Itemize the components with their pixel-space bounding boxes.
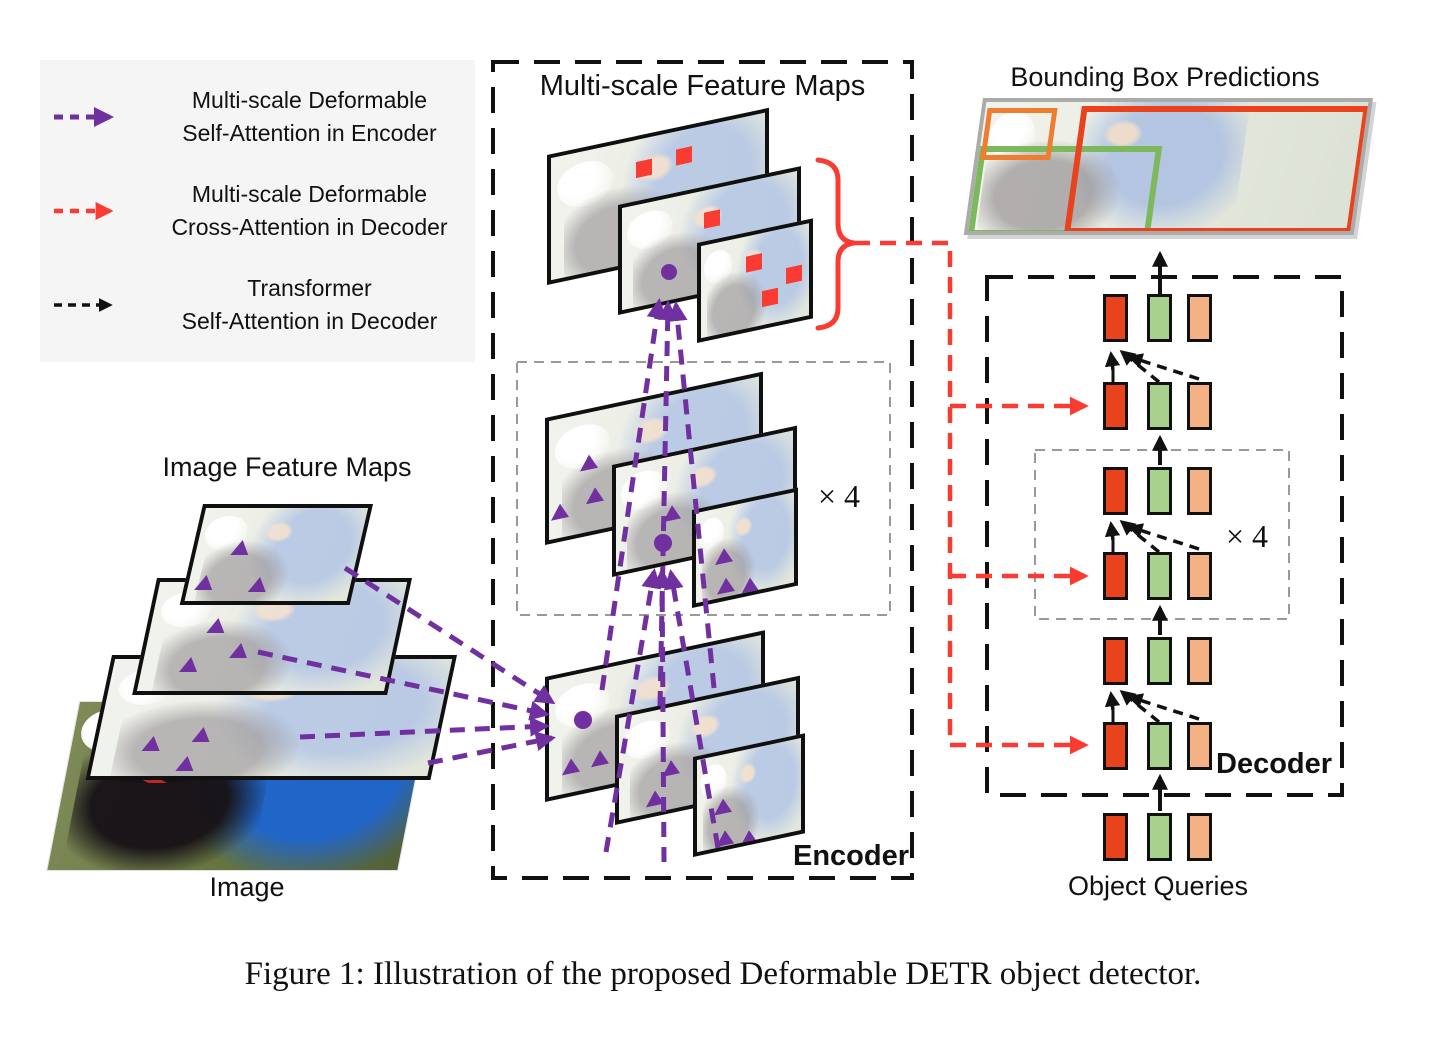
purple-dashed-arrow-icon xyxy=(40,105,144,129)
sampling-point-triangle xyxy=(228,643,251,658)
pyramid-map-small xyxy=(179,504,373,605)
legend-label: Multi-scale Deformable Cross-Attention i… xyxy=(144,178,475,244)
sampling-point-triangle xyxy=(741,575,759,595)
prediction-image xyxy=(963,98,1373,235)
object-queries-label: Object Queries xyxy=(1067,871,1249,901)
decoder-cross-attention-arrows xyxy=(815,157,1089,755)
legend-item-decoder-cross-attention: Multi-scale Deformable Cross-Attention i… xyxy=(40,178,475,244)
decoder-block-green xyxy=(1147,637,1172,685)
legend-label-line1: Multi-scale Deformable xyxy=(191,87,428,113)
object-query-block-peach xyxy=(1187,813,1212,861)
decoder-block-peach xyxy=(1187,637,1212,685)
sampling-point-square xyxy=(676,146,692,166)
decoder-block-green xyxy=(1147,294,1172,342)
decoder-block-green xyxy=(1147,382,1172,430)
decoder-multiplier: × 4 xyxy=(1226,518,1269,554)
legend-label-line1: Transformer xyxy=(247,275,372,301)
sampling-point-triangle xyxy=(230,540,252,555)
object-query-block-green xyxy=(1147,813,1172,861)
sampling-point-square xyxy=(762,287,778,308)
legend-item-encoder-self-attention: Multi-scale Deformable Self-Attention in… xyxy=(40,84,475,150)
legend-label-line2: Self-Attention in Decoder xyxy=(181,308,438,334)
curly-brace xyxy=(815,157,855,331)
sampling-point-square xyxy=(704,209,720,229)
decoder-block-peach xyxy=(1187,294,1212,342)
sampling-point-square xyxy=(636,158,652,179)
decoder-block-peach xyxy=(1187,552,1212,600)
decoder-block-peach xyxy=(1187,467,1212,515)
sampling-point-triangle xyxy=(247,577,270,592)
decoder-block-green xyxy=(1147,467,1172,515)
bbox-red xyxy=(1063,106,1370,234)
legend-label-line2: Self-Attention in Encoder xyxy=(182,120,437,146)
encoder-label: Encoder xyxy=(793,840,910,872)
sampling-point-triangle xyxy=(141,736,163,751)
sampling-point-triangle xyxy=(740,828,758,848)
encoder-mid-map-3 xyxy=(692,487,798,608)
figure-caption: Figure 1: Illustration of the proposed D… xyxy=(244,956,1202,992)
red-dashed-arrow-icon xyxy=(40,199,144,223)
black-dashed-arrow-icon xyxy=(40,293,144,317)
legend-label: Multi-scale Deformable Self-Attention in… xyxy=(144,84,475,150)
object-query-block-red xyxy=(1103,813,1128,861)
sampling-point-square xyxy=(746,253,762,273)
decoder-box-outline xyxy=(985,275,1344,797)
decoder-block-peach xyxy=(1187,382,1212,430)
legend-label: Transformer Self-Attention in Decoder xyxy=(144,272,475,338)
decoder-block-red xyxy=(1103,722,1128,770)
sampling-point-square xyxy=(786,264,802,285)
decoder-block-red xyxy=(1103,552,1128,600)
decoder-block-red xyxy=(1103,294,1128,342)
image-feature-maps-title: Image Feature Maps xyxy=(162,452,412,482)
legend-item-decoder-self-attention: Transformer Self-Attention in Decoder xyxy=(40,272,475,338)
decoder-block-peach xyxy=(1187,722,1212,770)
bbox-orange xyxy=(980,108,1058,160)
legend-label-line1: Multi-scale Deformable xyxy=(191,181,428,207)
sampling-point-triangle xyxy=(191,727,213,742)
sampling-point-triangle xyxy=(175,756,197,771)
decoder-label: Decoder xyxy=(1216,748,1333,780)
decoder-block-red xyxy=(1103,637,1128,685)
sampling-point-triangle xyxy=(194,575,216,590)
sampling-point-triangle xyxy=(179,657,201,672)
decoder-block-green xyxy=(1147,552,1172,600)
encoder-title: Multi-scale Feature Maps xyxy=(539,70,866,102)
decoder-block-red xyxy=(1103,382,1128,430)
image-label: Image xyxy=(209,872,285,902)
legend: Multi-scale Deformable Self-Attention in… xyxy=(40,60,475,362)
bounding-box-predictions-title: Bounding Box Predictions xyxy=(1010,62,1320,92)
legend-label-line2: Cross-Attention in Decoder xyxy=(171,214,448,240)
encoder-multiplier: × 4 xyxy=(818,478,861,514)
decoder-block-red xyxy=(1103,467,1128,515)
sampling-point-triangle xyxy=(206,618,228,633)
decoder-block-green xyxy=(1147,722,1172,770)
